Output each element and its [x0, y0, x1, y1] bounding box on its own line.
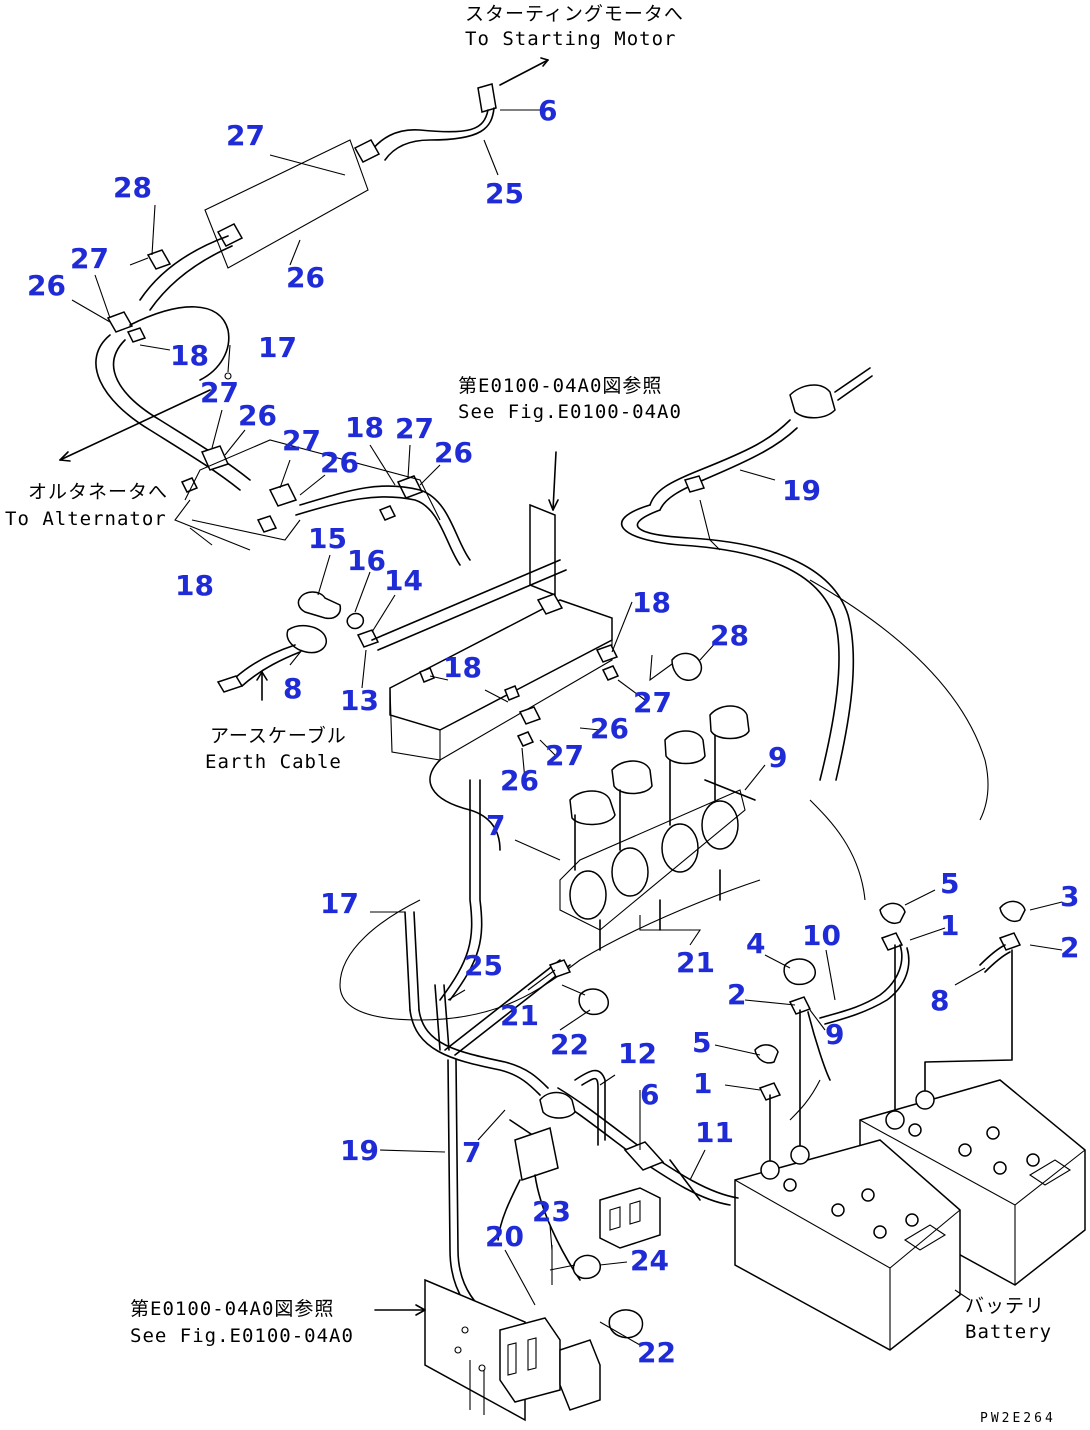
callout-26: 26: [320, 446, 359, 479]
callout-18: 18: [443, 651, 482, 684]
callout-14: 14: [384, 564, 423, 597]
callout-21: 21: [676, 946, 715, 979]
alternator-label-en: To Alternator: [5, 508, 167, 530]
callout-2: 2: [1060, 931, 1079, 964]
earth-cable-label-jp: アースケーブル: [210, 724, 347, 747]
callout-7: 7: [462, 1136, 481, 1169]
drawing-code: PW2E264: [980, 1411, 1056, 1426]
callout-27: 27: [545, 739, 584, 772]
callout-11: 11: [695, 1116, 734, 1149]
callout-25: 25: [464, 949, 503, 982]
callout-numbers: 6 25 27 26 28 27 26 18 17 27 26 27 26 18…: [27, 94, 1079, 1369]
callout-1: 1: [940, 909, 959, 942]
callout-27: 27: [395, 412, 434, 445]
callout-5: 5: [940, 867, 959, 900]
callout-24: 24: [630, 1244, 669, 1277]
callout-22: 22: [550, 1028, 589, 1061]
callout-6: 6: [640, 1078, 659, 1111]
callout-18: 18: [345, 411, 384, 444]
callout-25: 25: [485, 177, 524, 210]
starting-motor-label-jp: スターティングモータへ: [465, 3, 684, 25]
text-annotations: スターティングモータへ To Starting Motor オルタネータへ To…: [5, 3, 1056, 1426]
callout-21: 21: [500, 999, 539, 1032]
callout-18: 18: [175, 569, 214, 602]
callout-18: 18: [632, 586, 671, 619]
callout-22: 22: [637, 1336, 676, 1369]
callout-16: 16: [347, 544, 386, 577]
callout-13: 13: [340, 684, 379, 717]
callout-26: 26: [286, 261, 325, 294]
callout-4: 4: [746, 927, 765, 960]
see-fig-bottom-jp: 第E0100-04A0図参照: [130, 1298, 334, 1320]
callout-8: 8: [283, 672, 302, 705]
callout-27: 27: [282, 424, 321, 457]
see-fig-top-jp: 第E0100-04A0図参照: [458, 375, 662, 397]
callout-26: 26: [238, 399, 277, 432]
relay-group: [559, 705, 756, 951]
callout-18: 18: [170, 339, 209, 372]
battery-group: [734, 1079, 1086, 1351]
callout-20: 20: [485, 1220, 524, 1253]
callout-19: 19: [340, 1134, 379, 1167]
callout-26: 26: [590, 712, 629, 745]
see-fig-bottom-en: See Fig.E0100-04A0: [130, 1325, 354, 1347]
callout-12: 12: [618, 1037, 657, 1070]
callout-2: 2: [727, 978, 746, 1011]
callout-5: 5: [692, 1026, 711, 1059]
callout-17: 17: [258, 331, 297, 364]
battery-label-en: Battery: [965, 1321, 1052, 1343]
callout-27: 27: [633, 686, 672, 719]
see-fig-top-en: See Fig.E0100-04A0: [458, 401, 682, 423]
callout-27: 27: [200, 376, 239, 409]
callout-27: 27: [70, 242, 109, 275]
callout-28: 28: [113, 171, 152, 204]
battery-label-jp: バッテリ: [965, 1295, 1045, 1317]
callout-26: 26: [27, 269, 66, 302]
callout-3: 3: [1060, 880, 1079, 913]
alternator-label-jp: オルタネータへ: [28, 481, 168, 503]
callout-26: 26: [500, 764, 539, 797]
callout-9: 9: [768, 741, 787, 774]
callout-6: 6: [538, 94, 557, 127]
earth-cable-label-en: Earth Cable: [205, 751, 342, 773]
callout-26: 26: [434, 436, 473, 469]
callout-17: 17: [320, 887, 359, 920]
callout-23: 23: [532, 1195, 571, 1228]
callout-19: 19: [782, 474, 821, 507]
starting-motor-label-en: To Starting Motor: [465, 28, 676, 50]
callout-15: 15: [308, 522, 347, 555]
line-art: [59, 57, 1086, 1422]
callout-10: 10: [802, 919, 841, 952]
callout-1: 1: [693, 1067, 712, 1100]
callout-28: 28: [710, 619, 749, 652]
callout-9: 9: [825, 1018, 844, 1051]
callout-7: 7: [486, 809, 505, 842]
callout-27: 27: [226, 119, 265, 152]
callout-8: 8: [930, 984, 949, 1017]
